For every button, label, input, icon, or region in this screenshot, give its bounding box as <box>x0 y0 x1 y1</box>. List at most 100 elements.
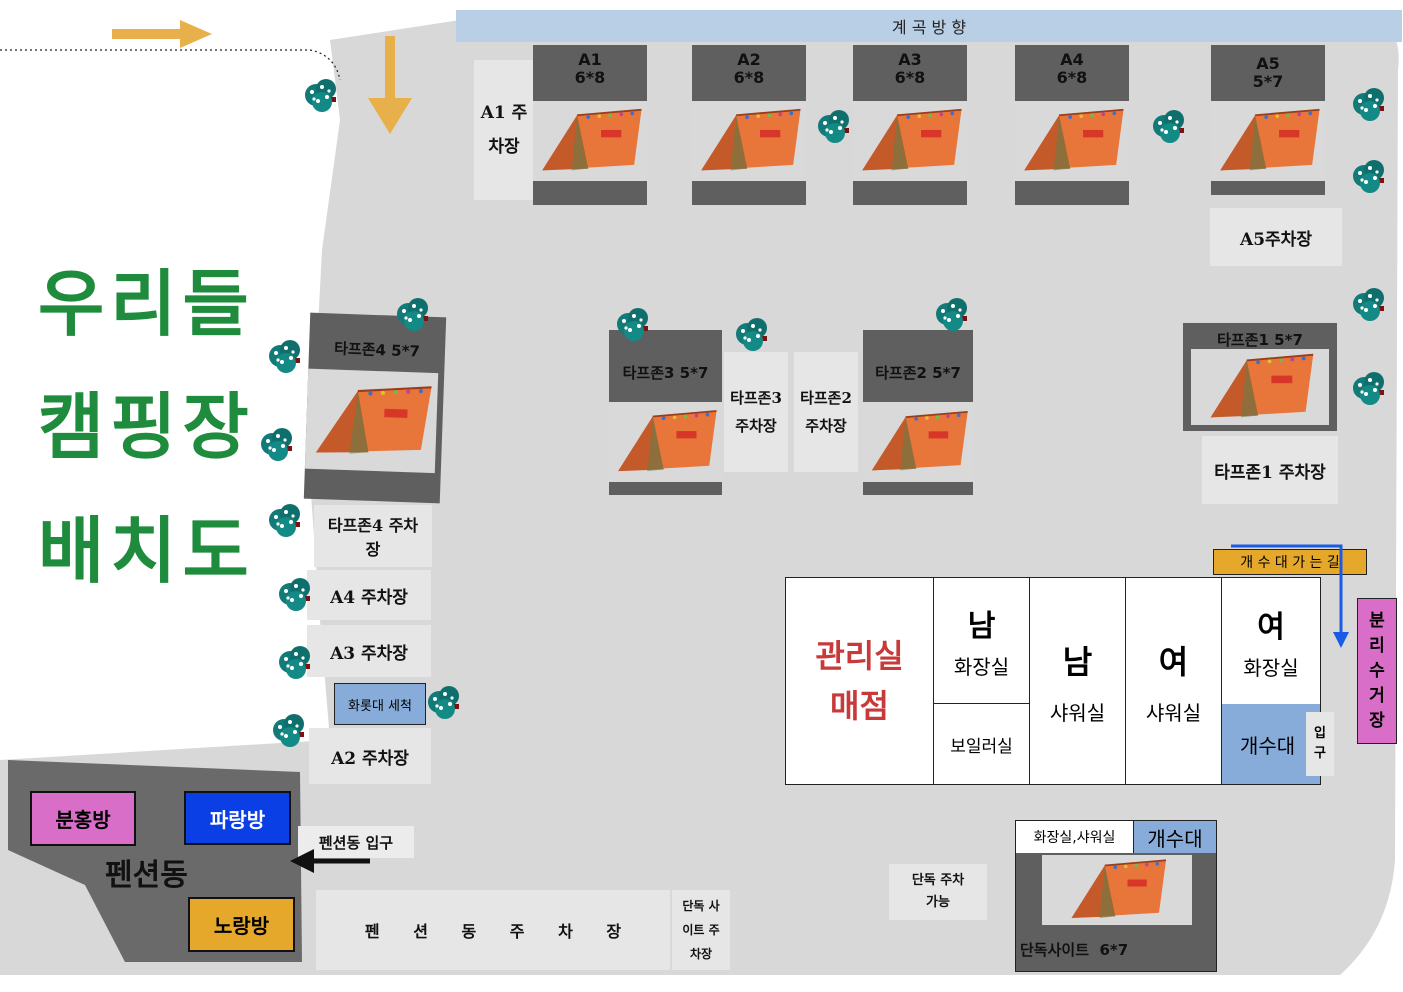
mens-shower-sign: 남 <box>1062 642 1093 681</box>
tree-icon <box>279 646 310 679</box>
mens-restroom-sign: 남 <box>967 609 996 644</box>
tree-icon <box>1353 288 1384 321</box>
solo-site-label: 단독사이트 6*7 <box>1020 941 1129 959</box>
entry-arrow-right <box>112 20 212 48</box>
campsite-a2[interactable]: A2 6*8 <box>692 45 806 205</box>
campsite-a5-size: 5*7 <box>1252 72 1284 91</box>
tarp-zone-1-label: 타프존1 5*7 <box>1217 331 1303 349</box>
womens-restroom-label: 화장실 <box>1243 655 1299 680</box>
womens-shower-sign: 여 <box>1158 642 1189 681</box>
parking-solo-site: 단독 사이트 주차장 <box>672 890 730 970</box>
tree-icon <box>1353 88 1384 121</box>
tent-icon <box>1023 108 1125 172</box>
parking-a5: A5주차장 <box>1210 208 1342 266</box>
mens-restroom-label: 화장실 <box>953 655 1010 679</box>
parking-solo-available: 단독 주차가능 <box>889 864 987 920</box>
campsite-a4-size: 6*8 <box>1056 68 1088 87</box>
parking-pension: 펜 션 동 주 차 장 <box>316 890 670 970</box>
recycling-area: 분 리 수 거 장 <box>1357 598 1397 744</box>
tree-icon <box>261 428 292 461</box>
tree-icon <box>428 686 459 719</box>
office-label: 관리실 <box>815 637 904 675</box>
parking-a4: A4 주차장 <box>307 570 431 620</box>
campsite-a2-id: A2 <box>737 50 761 69</box>
womens-restroom-sign: 여 <box>1257 609 1285 645</box>
campsite-a4[interactable]: A4 6*8 <box>1015 45 1129 205</box>
pension-room-yellow[interactable]: 노랑방 <box>188 897 295 952</box>
womens-shower-label: 샤워실 <box>1145 700 1202 725</box>
tarp-zone-3[interactable]: 타프존3 5*7 <box>609 330 722 495</box>
entry-arrow-down <box>368 36 412 134</box>
tent-icon <box>1070 859 1167 919</box>
campsite-a4-id: A4 <box>1060 50 1084 69</box>
tree-icon <box>1153 110 1184 143</box>
tent-icon <box>861 108 963 172</box>
campsite-a3-size: 6*8 <box>894 68 926 87</box>
map-title-line-3: 배치도 <box>38 509 255 593</box>
office-store[interactable]: 관리실 매점 <box>786 578 934 784</box>
tree-icon <box>269 340 300 373</box>
tree-icon <box>1353 160 1384 193</box>
sink-area[interactable]: 개수대 <box>1222 704 1320 784</box>
campsite-a3[interactable]: A3 6*8 <box>853 45 967 205</box>
campsite-a1-id: A1 <box>578 50 602 69</box>
mens-shower[interactable]: 남 샤워실 <box>1030 578 1126 784</box>
pension-entrance-arrow <box>290 849 370 873</box>
tree-icon <box>1353 372 1384 405</box>
tent-icon <box>541 108 643 172</box>
tree-icon <box>397 298 428 331</box>
parking-a3: A3 주차장 <box>307 625 431 677</box>
tent-icon <box>870 410 969 472</box>
tarp-zone-1[interactable]: 타프존1 5*7 <box>1183 323 1337 431</box>
pension-room-pink[interactable]: 분홍방 <box>30 791 136 846</box>
tent-icon <box>617 410 718 473</box>
sink-path-arrow <box>1231 544 1349 648</box>
tarp-zone-4[interactable]: 타프존4 5*7 <box>303 312 447 504</box>
tarp-zone-2-label: 타프존2 5*7 <box>875 364 961 382</box>
campsite-a5[interactable]: A5 5*7 <box>1211 45 1325 195</box>
tree-icon <box>617 308 648 341</box>
parking-tarp-4: 타프존4 주차장 <box>314 505 432 567</box>
campsite-a5-id: A5 <box>1256 54 1280 73</box>
tree-icon <box>305 79 336 112</box>
map-title-line-2: 캠핑장 <box>38 385 255 469</box>
store-label: 매점 <box>830 687 889 725</box>
tent-icon <box>1219 108 1321 172</box>
parking-a2: A2 주차장 <box>309 728 431 784</box>
mens-restroom[interactable]: 남 화장실 <box>934 578 1030 704</box>
parking-tarp-3: 타프존3 주차장 <box>724 352 788 472</box>
boiler-room: 보일러실 <box>934 704 1030 784</box>
pension-room-blue[interactable]: 파랑방 <box>184 791 291 845</box>
tent-icon <box>1209 353 1315 419</box>
map-title-line-1: 우리들 <box>38 262 255 346</box>
tree-icon <box>269 504 300 537</box>
stream-direction-bar: 계 곡 방 향 <box>456 10 1402 42</box>
campsite-a1[interactable]: A1 6*8 <box>533 45 647 205</box>
tree-icon <box>936 298 967 331</box>
tarp-zone-4-label: 타프존4 5*7 <box>333 339 421 361</box>
womens-shower[interactable]: 여 샤워실 <box>1126 578 1222 784</box>
parking-tarp-1: 타프존1 주차장 <box>1202 436 1338 504</box>
pension-entrance: 펜션동 입구 <box>298 826 414 858</box>
tent-icon <box>700 108 802 172</box>
fire-pit-wash-station: 화롯대 세척 <box>334 683 426 725</box>
solo-site-sink: 개수대 <box>1134 821 1216 853</box>
campsite-a3-id: A3 <box>898 50 922 69</box>
parking-tarp-2: 타프존2 주차장 <box>794 352 858 472</box>
womens-restroom[interactable]: 여 화장실 <box>1222 578 1320 704</box>
campsite-a1-size: 6*8 <box>574 68 606 87</box>
parking-a1: A1 주차장 <box>474 60 534 200</box>
tree-icon <box>818 110 849 143</box>
solo-campsite[interactable]: 화장실,샤워실 개수대 단독사이트 6*7 <box>1015 820 1217 972</box>
tree-icon <box>279 578 310 611</box>
mens-shower-label: 샤워실 <box>1049 700 1106 725</box>
tarp-zone-3-label: 타프존3 5*7 <box>622 364 709 382</box>
tree-icon <box>736 318 767 351</box>
pension-building-label: 펜션동 <box>105 858 188 893</box>
tent-icon <box>314 382 433 458</box>
campsite-a2-size: 6*8 <box>733 68 765 87</box>
tree-icon <box>273 714 304 747</box>
tarp-zone-2[interactable]: 타프존2 5*7 <box>863 330 973 495</box>
stream-direction-label: 계 곡 방 향 <box>891 18 967 37</box>
solo-site-amenities: 화장실,샤워실 <box>1016 821 1134 853</box>
